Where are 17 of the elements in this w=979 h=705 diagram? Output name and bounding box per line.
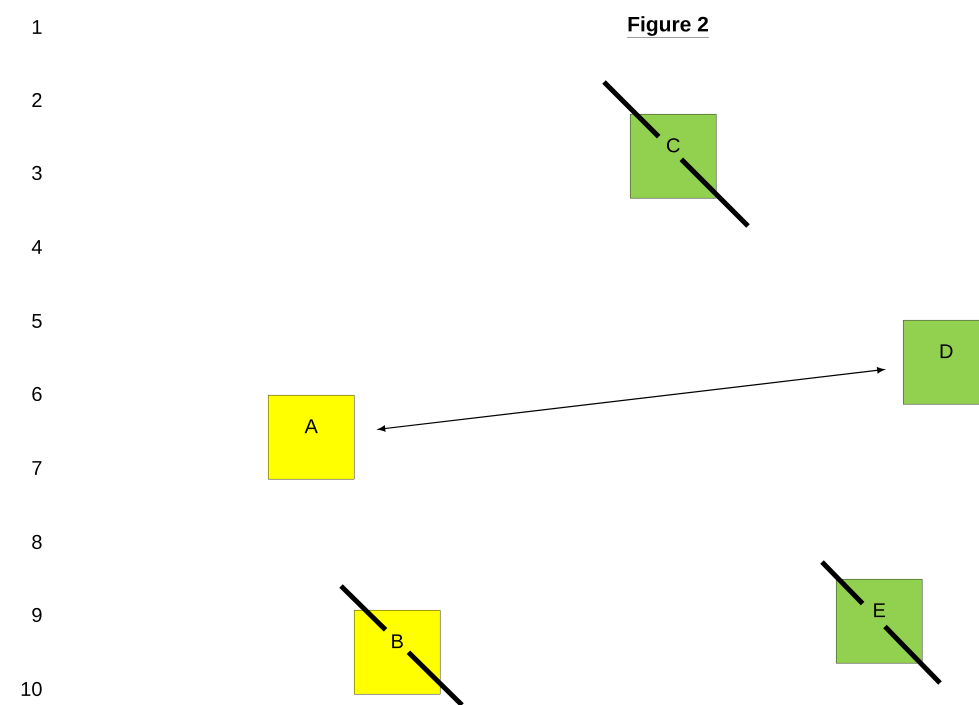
line-number: 6 — [32, 386, 42, 402]
line-number: 3 — [32, 166, 42, 180]
letter-box: C — [630, 114, 716, 198]
line-number: 7 — [32, 461, 42, 475]
line-number: 9 — [32, 608, 42, 622]
line-number: 8 — [32, 534, 42, 550]
letter-box: E — [836, 579, 922, 664]
letter-box: B — [354, 610, 440, 694]
line-number: 4 — [32, 240, 42, 254]
letter-box: A — [268, 395, 354, 480]
letter-box: D — [903, 320, 979, 404]
arrow — [378, 367, 884, 432]
figure-title: Figure 2 — [626, 16, 710, 38]
line-number: 5 — [32, 314, 42, 328]
line-number: 1 — [32, 20, 42, 34]
line-number: 2 — [32, 93, 42, 107]
line-number: 10 — [22, 682, 42, 696]
